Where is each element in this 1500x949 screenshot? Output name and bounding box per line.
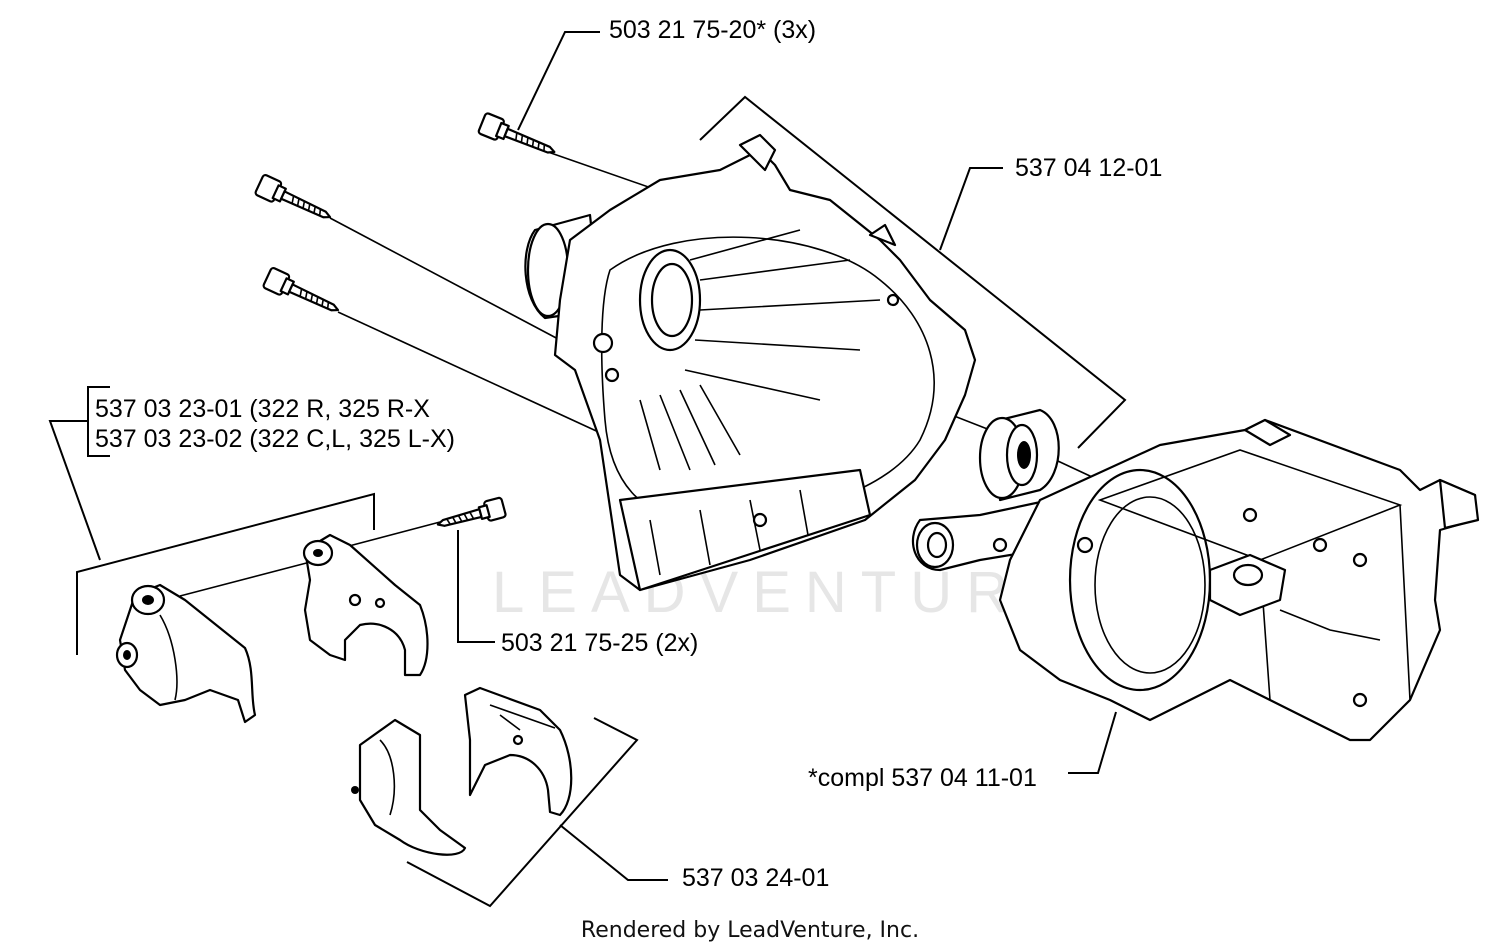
screw-middle-icon [254,174,332,219]
label-sleeve: 537 03 24-01 [682,864,829,892]
sleeve-right-icon [463,686,573,817]
watermark: LEADVENTURE [492,560,1075,625]
leader-lines [48,31,1127,908]
clamp-half-right-icon [302,533,429,677]
label-screw-top: 503 21 75-20* (3x) [609,16,816,44]
label-variant-2: 537 03 23-02 (322 C,L, 325 L-X) [95,425,455,453]
clutch-cover-icon [524,133,977,592]
clamp-half-left-icon [115,583,257,724]
screw-lower-icon [262,267,340,312]
label-complete: *compl 537 04 11-01 [808,764,1037,792]
screw-small-icon [436,496,507,527]
gear-housing-icon [911,418,1480,742]
bearing-icon [978,408,1060,502]
screw-top-icon [477,112,556,154]
label-variant-1: 537 03 23-01 (322 R, 325 R-X [95,395,430,423]
label-housing: 537 04 12-01 [1015,154,1162,182]
sleeve-left-icon [351,718,467,856]
credit-text: Rendered by LeadVenture, Inc. [581,918,919,943]
label-screw-small: 503 21 75-25 (2x) [501,629,698,657]
